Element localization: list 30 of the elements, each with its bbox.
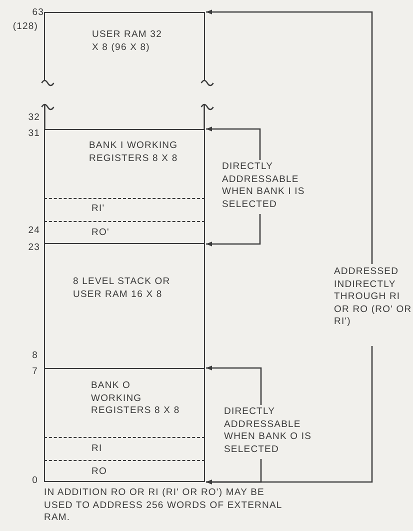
region-label: USER RAM 32 X 8 (96 X 8) (92, 29, 163, 54)
region-label: RO (92, 466, 108, 478)
address-number: (128) (12, 21, 38, 34)
arrow (206, 214, 261, 246)
address-number: 63 (31, 7, 44, 20)
address-number: 8 (31, 350, 38, 362)
region-label: BANK I WORKING REGISTERS 8 X 8 (89, 140, 179, 165)
address-number: 31 (27, 128, 40, 140)
note-text: DIRECTLY ADDRESSABLE WHEN BANK I IS SELECTED (222, 161, 306, 211)
memory-region (44, 368, 205, 482)
region-label: BANK O WORKING REGISTERS 8 X 8 (91, 380, 181, 418)
address-number: 24 (27, 225, 40, 238)
address-number: 23 (27, 242, 40, 254)
address-number: 7 (31, 366, 38, 378)
region-label: RI (92, 443, 104, 456)
note-text: DIRECTLY ADDRESSABLE WHEN BANK O IS SELECTED (224, 406, 313, 456)
address-number: 0 (31, 475, 38, 488)
note-text: ADDRESSED INDIRECTLY THROUGH RI OR RO (RO' OR RI') (334, 266, 413, 328)
arrow (206, 126, 261, 160)
region-label: RI' (92, 203, 106, 216)
arrow (206, 10, 373, 264)
arrow (206, 366, 262, 405)
region-label: 8 LEVEL STACK OR USER RAM 16 X 8 (73, 276, 172, 301)
address-number: 32 (27, 112, 40, 124)
footnote: IN ADDITION RO OR RI (RI' OR RO') MAY BE USED TO ADDRESS 256 WORDS OF EXTERNAL RAM. (44, 487, 283, 524)
memory-region (44, 129, 205, 244)
memory-region (44, 12, 205, 80)
memory-region (44, 243, 205, 369)
region-label: RO' (92, 227, 110, 240)
arrow (206, 346, 373, 484)
